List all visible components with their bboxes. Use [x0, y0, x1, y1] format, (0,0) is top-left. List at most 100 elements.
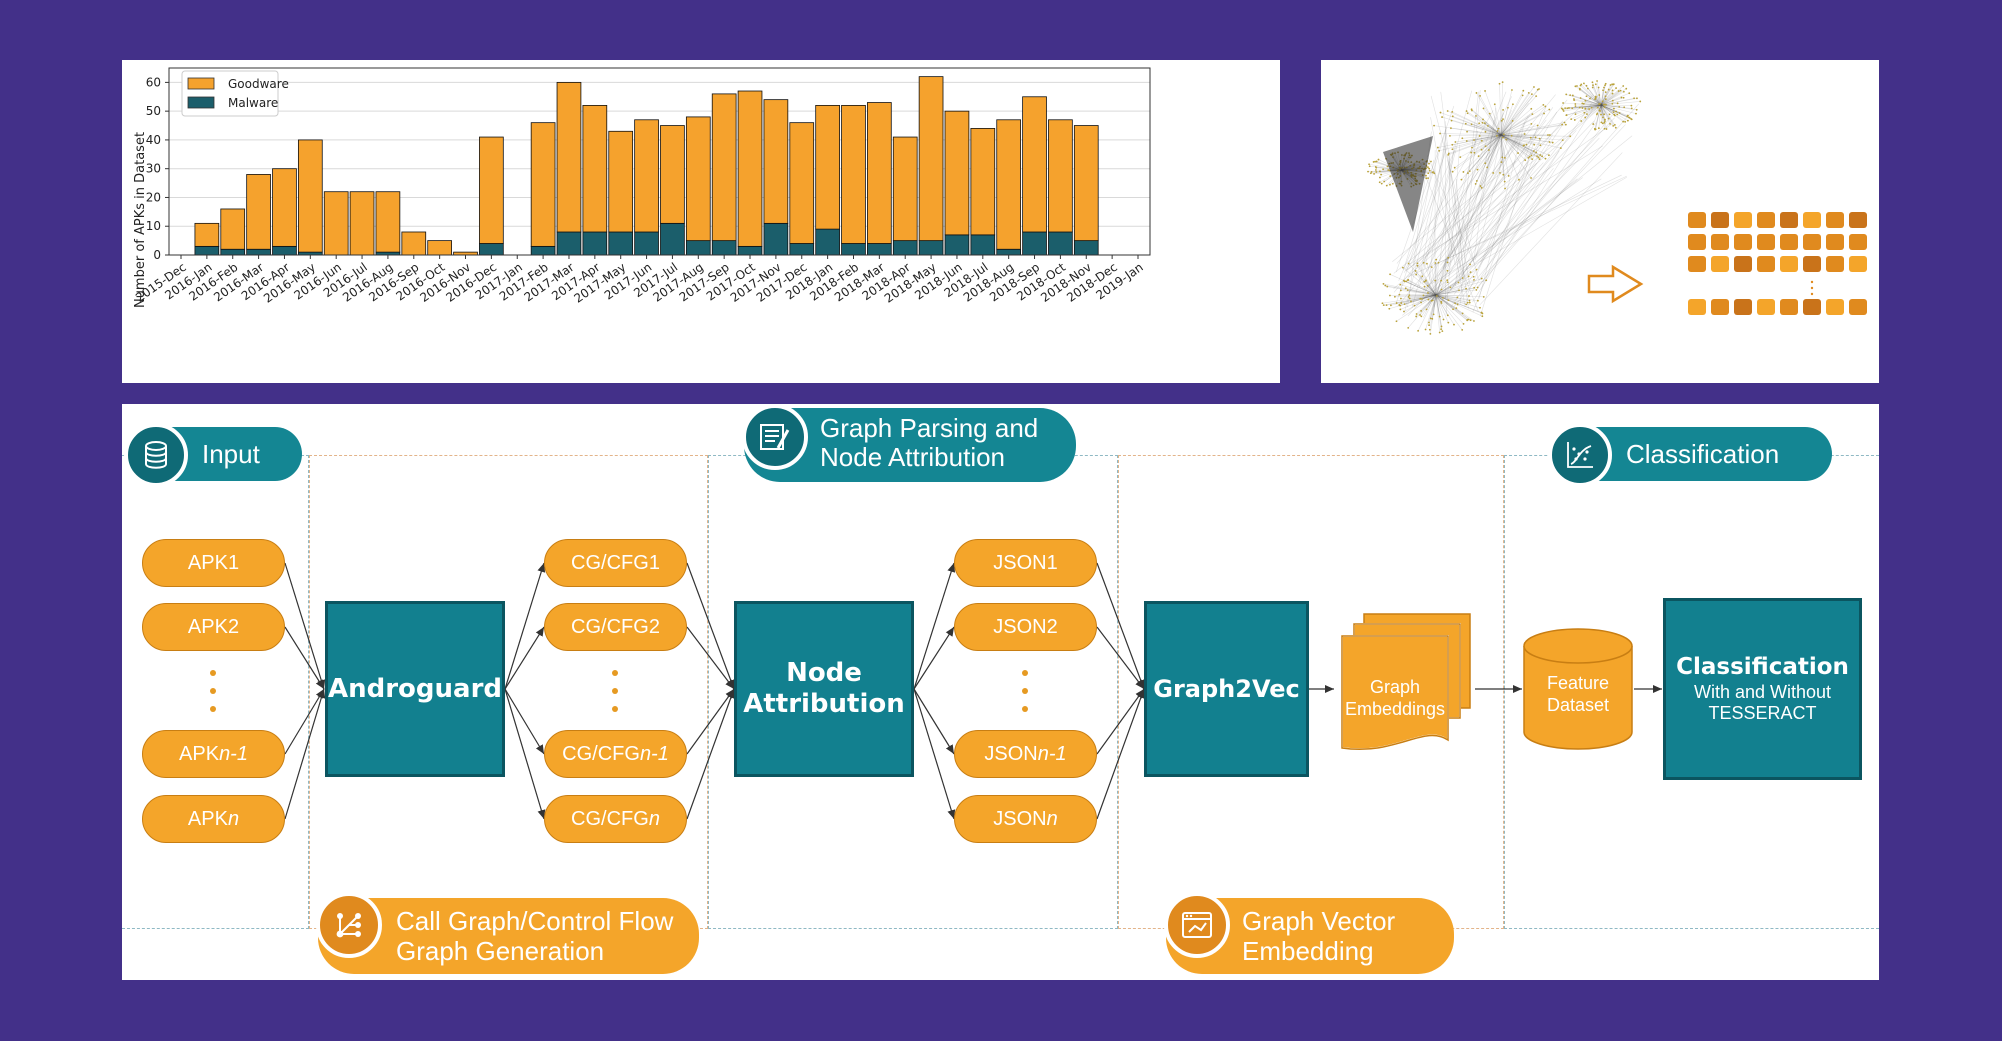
embedding-window-icon [1164, 892, 1230, 958]
graph-node [1416, 262, 1419, 265]
graph-edge [1467, 131, 1502, 136]
graph-node [1611, 92, 1614, 95]
legend-label-goodware: Goodware [228, 77, 289, 91]
graph-edge [1500, 124, 1566, 136]
graph-node [1591, 86, 1594, 89]
graph-node [1574, 85, 1577, 88]
graph-node [1420, 301, 1422, 304]
graph-edge [1500, 95, 1523, 136]
graph-node [1548, 134, 1551, 136]
banner-graph-parsing-label: Graph Parsing and Node Attribution [820, 414, 1038, 472]
graph-node [1427, 292, 1429, 294]
graph-node [1419, 297, 1422, 300]
graph-edge [1407, 280, 1437, 296]
malware-bar [634, 231, 659, 256]
graph-node [1547, 154, 1550, 157]
graph-node [1481, 121, 1484, 124]
graph-node [1563, 121, 1566, 124]
graph-edge [1474, 134, 1502, 154]
graph-edge [1500, 134, 1531, 138]
graph-edge [1440, 120, 1564, 266]
graph-edge [1396, 135, 1504, 264]
graph-edge [1592, 82, 1602, 106]
graph-node [1493, 103, 1496, 106]
graph-node [1446, 261, 1449, 264]
graph-node [1510, 134, 1513, 137]
graph-node [1568, 107, 1570, 109]
graph-node [1470, 151, 1473, 154]
graph-node [1408, 297, 1411, 300]
graph-node [1574, 103, 1577, 105]
graph-node [1480, 311, 1483, 314]
graph-edge [1500, 134, 1529, 159]
banner-graph-generation-label: Call Graph/Control Flow Graph Generation [396, 906, 673, 966]
malware-bar [892, 240, 918, 256]
graph-node [1579, 97, 1582, 99]
graph-edge [1579, 89, 1602, 106]
graph-edge [1435, 294, 1444, 320]
graph2vec-label: Graph2Vec [1153, 675, 1300, 703]
graph-node [1465, 110, 1468, 112]
graph-node [1425, 174, 1427, 177]
graph-edge [1438, 137, 1565, 306]
embedding-vector-cell [1734, 234, 1752, 250]
graph-edge [1600, 104, 1615, 115]
graph-node [1614, 126, 1617, 129]
graph-node [1603, 113, 1606, 116]
graph-edge [1500, 134, 1540, 139]
graph-node [1438, 149, 1441, 152]
graph-edge [1435, 279, 1475, 296]
graph-edge [1410, 294, 1437, 302]
graph-node [1613, 113, 1616, 116]
graph-edge [1500, 108, 1532, 136]
graph-edge [1422, 276, 1437, 296]
goodware-bar [711, 93, 737, 242]
graph-node [1612, 124, 1615, 127]
graph-edge [1414, 294, 1437, 306]
malware-bar [944, 234, 970, 256]
graph-node [1602, 116, 1604, 119]
graph-node [1426, 284, 1429, 287]
graph-edge [1500, 134, 1512, 137]
graph-node [1427, 172, 1430, 175]
graph-edge [1600, 92, 1630, 106]
graph-node [1580, 120, 1583, 122]
graph-node [1440, 300, 1443, 303]
graph-node [1473, 151, 1476, 154]
graph-node [1544, 157, 1547, 160]
graph-node [1469, 319, 1472, 322]
graph-node [1462, 171, 1465, 173]
graph-node [1538, 137, 1541, 140]
graph-node [1456, 296, 1459, 299]
embedding-vector-cell [1688, 299, 1706, 315]
graph-node [1457, 281, 1460, 284]
graph-node [1433, 124, 1435, 127]
graph-edge [1596, 104, 1602, 114]
graph-edge [1500, 134, 1526, 161]
graph-node [1453, 323, 1455, 326]
graph-edge [1461, 134, 1502, 180]
legend-swatch-goodware [187, 77, 215, 90]
graph-edge [1421, 164, 1479, 312]
graph-node [1502, 109, 1504, 111]
graph-node [1597, 127, 1600, 130]
graph-edge [1500, 134, 1532, 179]
graph-node [1430, 266, 1433, 269]
graph-edge [1404, 142, 1448, 313]
malware-bar [867, 243, 892, 256]
androguard-label: Androguard [327, 674, 503, 704]
graph-node [1430, 299, 1433, 302]
graph-node [1476, 168, 1479, 171]
graph-node [1402, 266, 1404, 269]
graph-node [1564, 107, 1567, 110]
graph-edge [1584, 104, 1602, 114]
graph-edge [1448, 134, 1502, 156]
graph-edge [1600, 104, 1609, 119]
graph-edge [1600, 104, 1617, 112]
graph-edge [1500, 122, 1565, 136]
graph-edge [1435, 262, 1439, 296]
graph-node [1591, 81, 1594, 84]
json-2-node: JSON 2 [954, 603, 1097, 651]
graph-edge [1477, 134, 1502, 170]
malware-bar [763, 222, 789, 256]
